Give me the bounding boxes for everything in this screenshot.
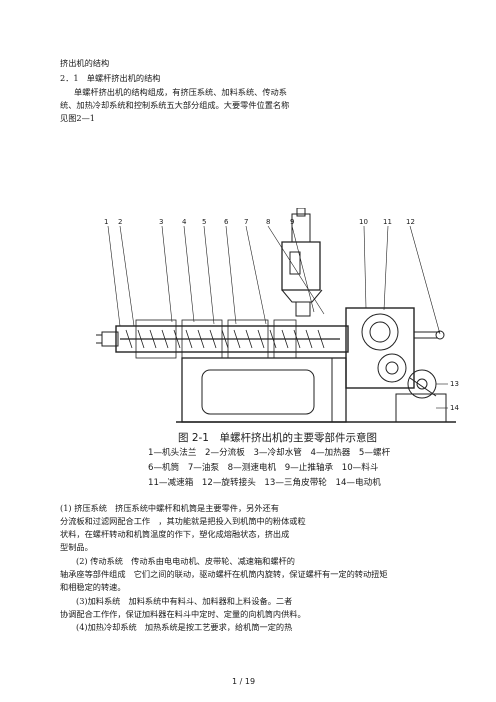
intro-line: 见图2—1	[60, 113, 95, 123]
body-line: 型制品。	[60, 542, 93, 552]
part-number-10: 10	[359, 218, 368, 226]
part-number-8: 8	[266, 218, 270, 226]
section-title: 2．1 单螺杆挤出机的结构	[60, 73, 161, 83]
intro-line: 统、加热冷却系统和控制系统五大部分组成。大要零件位置名称	[60, 100, 290, 110]
body-line: (4)加热冷却系统 加热系统是按工艺要求，给机筒一定的热	[76, 622, 293, 632]
body-line: 协调配合工作作，保证加料器在料斗中定时、定量的向机筒内供料。	[60, 609, 306, 619]
body-line: 轴承座等部件组成 它们之间的联动，驱动螺杆在机筒内旋转，保证螺杆有一定的转动扭矩	[60, 569, 388, 579]
body-line: (1) 挤压系统 挤压系统中螺杆和机筒是主要零件，另外还有	[60, 503, 279, 513]
part-number-14: 14	[450, 404, 459, 412]
part-number-2: 2	[118, 218, 122, 226]
extruder-diagram: 1 2 3 4 5 6 7 8 9 10 11 12 13 14	[96, 208, 459, 423]
part-number-13: 13	[450, 380, 459, 388]
part-number-3: 3	[159, 218, 163, 226]
part-number-11: 11	[383, 218, 392, 226]
body-line: 和相稳定的转速。	[60, 582, 126, 592]
part-number-5: 5	[202, 218, 206, 226]
page-number: 1 / 19	[232, 677, 256, 686]
part-number-6: 6	[224, 218, 229, 226]
part-number-1: 1	[104, 218, 108, 226]
part-number-12: 12	[406, 218, 415, 226]
part-number-9: 9	[290, 218, 294, 226]
figure-caption: 图 2-1 单螺杆挤出机的主要零部件示意图	[178, 432, 377, 444]
body-line: (2) 传动系统 传动系由电电动机、皮带轮、减速箱和螺杆的	[76, 556, 295, 566]
figure-legend-line: 1—机头法兰 2—分流板 3—冷却水管 4—加热器 5—螺杆	[148, 448, 391, 458]
part-number-4: 4	[182, 218, 187, 226]
intro-line: 单螺杆挤出机的结构组成，有挤压系统、加料系统、传动系	[74, 87, 287, 97]
figure-legend-line: 6—机筒 7—油泵 8—测速电机 9—止推轴承 10—料斗	[148, 463, 379, 473]
body-line: (3)加料系统 加料系统中有料斗、加料器和上料设备。二者	[76, 596, 293, 606]
body-line: 分流板和过滤网配合工作 ，其功能就是把投入到机筒中的粉体或粒	[60, 516, 306, 526]
page-heading: 挤出机的结构	[60, 58, 110, 68]
part-number-7: 7	[244, 218, 248, 226]
figure-legend-line: 11—减速箱 12—旋转接头 13—三角皮带轮 14—电动机	[148, 478, 381, 488]
body-line: 状料，在螺杆转动和机筒温度的作下，塑化成熔融状态，挤出成	[60, 529, 290, 539]
